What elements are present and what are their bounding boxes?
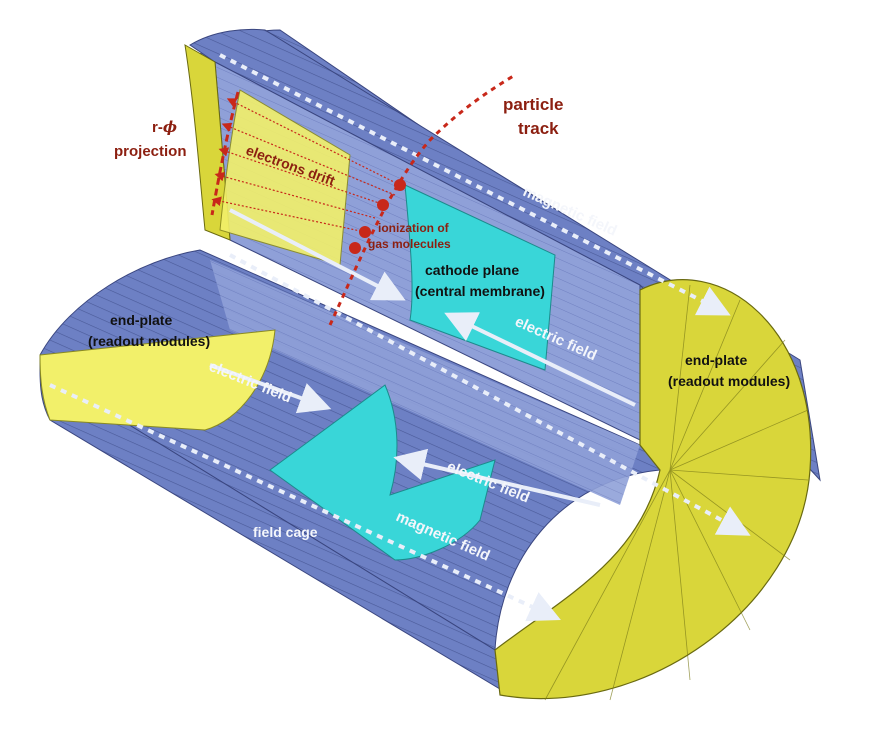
inner-surface-lower: [210, 260, 640, 505]
particle-label: particle: [503, 95, 563, 114]
r-phi-label: r-ϕ: [152, 118, 177, 136]
r-phi-projection-curve: [210, 91, 240, 216]
ionization-label-2: gas molecules: [368, 237, 451, 251]
ionization-dots: [349, 179, 406, 254]
ionization-dot-icon: [349, 242, 361, 254]
magnetic-field-arrow-top: [219, 53, 731, 316]
cathode-membrane-lower: [269, 384, 496, 561]
cathode-plane-label: cathode plane: [425, 262, 519, 278]
electric-field-arrow-lower-left: [209, 363, 332, 414]
end-plate-left-label: end-plate: [110, 312, 172, 328]
electric-field-arrow-upper-right: [444, 312, 636, 407]
electron-drift-lines: [211, 98, 401, 233]
central-membrane-label: (central membrane): [415, 283, 545, 299]
readout-modules-right-label: (readout modules): [668, 373, 790, 389]
electric-field-arrow-upper-left: [229, 208, 406, 301]
particle-track: [328, 73, 516, 326]
end-plate-right-label: end-plate: [685, 352, 747, 368]
ionization-dot-icon: [377, 199, 389, 211]
readout-modules-left-label: (readout modules): [88, 333, 210, 349]
projection-label: projection: [114, 143, 187, 160]
end-plate-right-segments: [544, 284, 809, 701]
magnetic-field-arrow-bottom: [49, 383, 561, 622]
field-cage-label: field cage: [253, 524, 318, 540]
electric-field-arrow-lower-right: [393, 448, 601, 507]
magnetic-field-arrow-middle: [229, 253, 751, 536]
track-label: track: [518, 119, 559, 138]
ionization-label-1: ionization of: [378, 221, 450, 235]
cathode-membrane-upper: [404, 184, 556, 371]
end-plate-lower-left: [39, 329, 276, 431]
end-plate-upper-left: [184, 44, 231, 241]
